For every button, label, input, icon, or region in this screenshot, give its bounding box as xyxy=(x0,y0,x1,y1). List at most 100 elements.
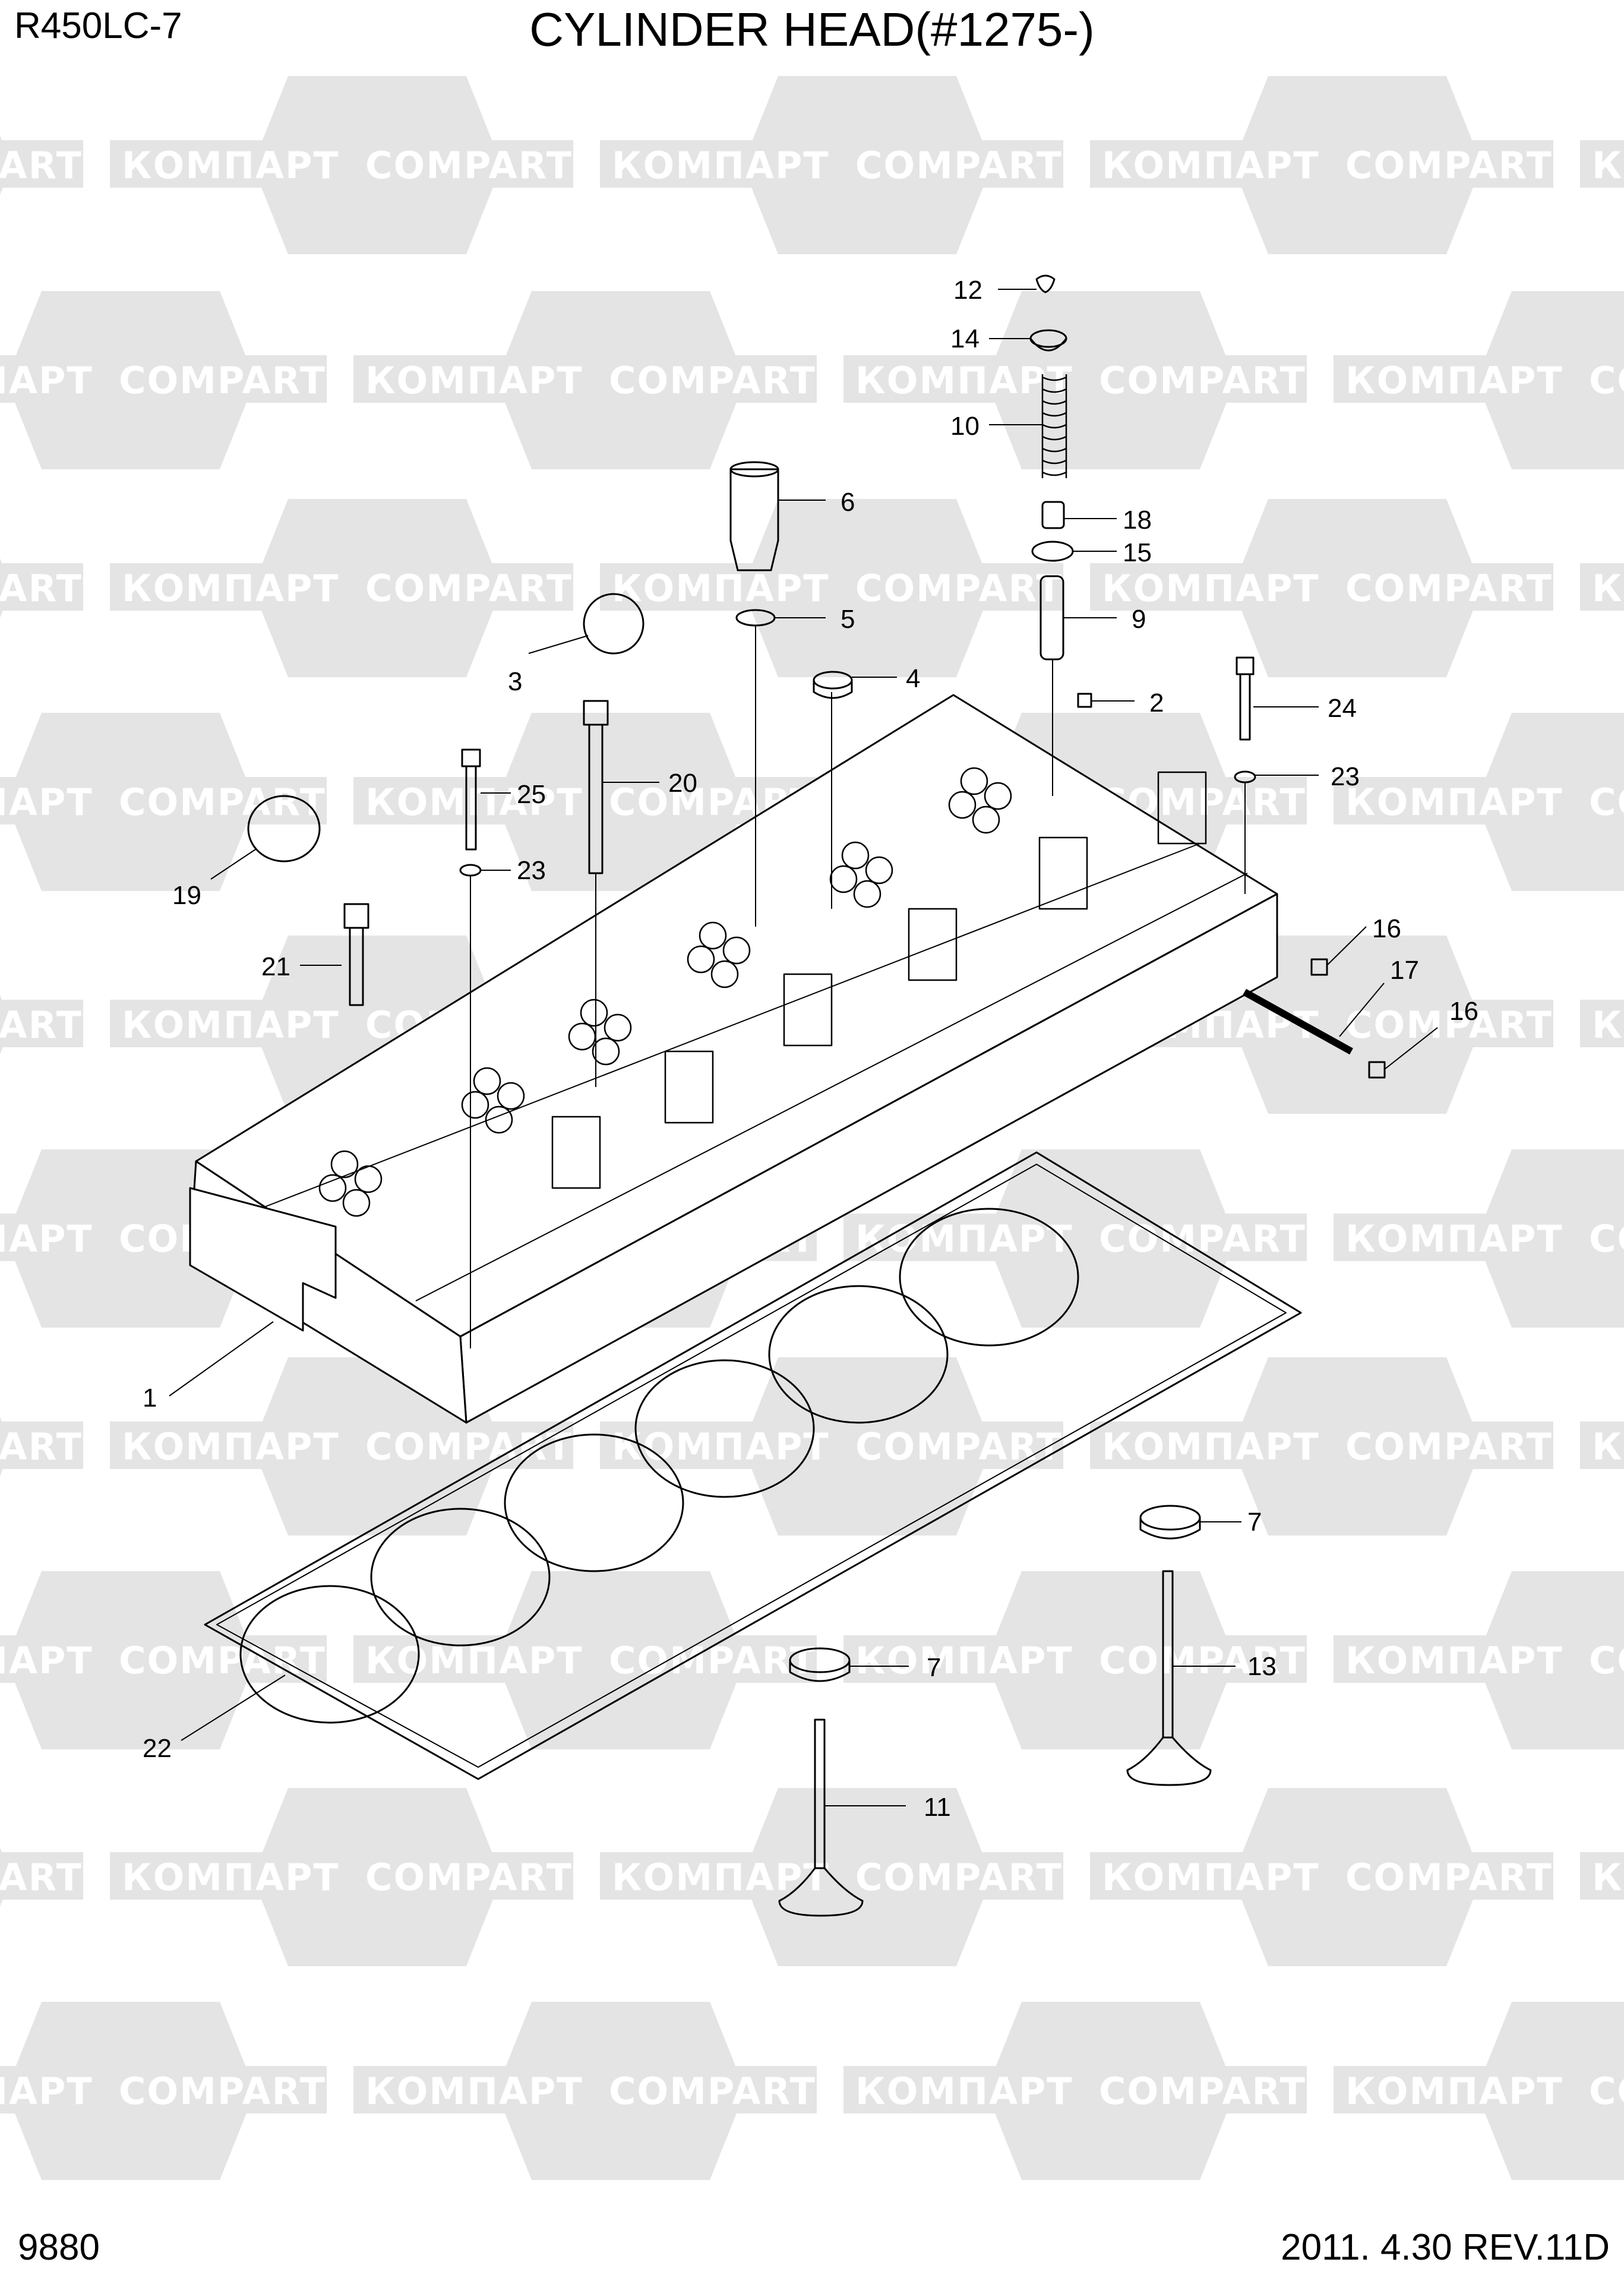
watermark-text: КОМПАРТ xyxy=(855,2070,1073,2113)
watermark-bar xyxy=(110,1000,330,1047)
callout-17: 17 xyxy=(1390,956,1419,985)
watermark-bar xyxy=(0,563,83,611)
bolt-25 xyxy=(461,748,481,851)
watermark-text: COMPART xyxy=(0,1856,83,1899)
callout-21: 21 xyxy=(261,952,290,981)
cup-plug-4 xyxy=(813,671,853,699)
watermark-text: КОМПАРТ xyxy=(1592,1856,1624,1899)
watermark-text: КОМПАРТ xyxy=(365,781,583,824)
diagram-title: CYLINDER HEAD(#1275-) xyxy=(529,3,1095,56)
watermark-bar xyxy=(597,355,817,403)
callout-14: 14 xyxy=(950,324,980,353)
watermark-bar xyxy=(1334,1214,1553,1261)
watermark-bar xyxy=(1580,1421,1624,1469)
callout-10: 10 xyxy=(950,412,980,441)
watermark-text: КОМПАРТ xyxy=(0,781,93,824)
watermark-bar xyxy=(0,2066,83,2113)
watermark-bar xyxy=(0,1852,83,1900)
expansion-plug-19 xyxy=(247,795,321,863)
watermark-bar xyxy=(1577,355,1624,403)
watermark-text: КОМПАРТ xyxy=(1102,1425,1320,1468)
watermark-text: КОМПАРТ xyxy=(122,567,340,610)
watermark-text: COMPART xyxy=(365,1856,573,1899)
watermark-text: COMPART xyxy=(1345,1856,1553,1899)
watermark-bar xyxy=(1087,1635,1307,1683)
cylinder-head-block xyxy=(189,694,1278,1424)
watermark-bar xyxy=(600,1852,820,1900)
watermark-bar xyxy=(0,1000,83,1047)
watermark-bar xyxy=(1334,563,1553,611)
watermark-text: КОМПАРТ xyxy=(122,144,340,187)
valve-seat-7-right xyxy=(1139,1505,1201,1540)
callout-6: 6 xyxy=(841,488,855,517)
watermark-text: COMPART xyxy=(855,144,1063,187)
watermark-bar xyxy=(597,1635,817,1683)
watermark-bar xyxy=(1580,1852,1624,1900)
watermark-text: COMPART xyxy=(0,1003,83,1047)
watermark-text: COMPART xyxy=(609,359,816,402)
watermark-bar xyxy=(110,140,330,188)
watermark-text: КОМПАРТ xyxy=(365,2070,583,2113)
plug-2 xyxy=(1077,693,1092,708)
injector-sleeve-top xyxy=(729,461,779,478)
watermark-bar xyxy=(107,355,327,403)
watermark-text: КОМПАРТ xyxy=(1345,1217,1563,1260)
callout-2: 2 xyxy=(1149,688,1164,718)
valve-seat-7-left xyxy=(789,1647,851,1682)
callout-16-top: 16 xyxy=(1372,914,1401,943)
watermark-bar xyxy=(107,2066,327,2113)
watermark-bar xyxy=(600,1421,820,1469)
valve-spring xyxy=(1041,374,1067,478)
watermark-bar xyxy=(1580,1000,1624,1047)
callout-23-right: 23 xyxy=(1331,762,1360,791)
watermark-text: КОМПАРТ xyxy=(365,359,583,402)
watermark-text: COMPART xyxy=(365,1425,573,1468)
watermark-text: COMPART xyxy=(1589,2070,1624,2113)
watermark-text: КОМПАРТ xyxy=(1345,1639,1563,1682)
callout-4: 4 xyxy=(906,664,920,693)
watermark-bar xyxy=(0,355,83,403)
watermark-text: КОМПАРТ xyxy=(122,1425,340,1468)
watermark-bar xyxy=(1090,140,1310,188)
watermark-bar xyxy=(1577,777,1624,824)
watermark-bar xyxy=(843,1421,1063,1469)
watermark-text: КОМПАРТ xyxy=(0,2070,93,2113)
watermark-bar xyxy=(353,1852,573,1900)
cylinder-head-drawing xyxy=(169,274,1438,1917)
watermark-text: COMPART xyxy=(0,144,83,187)
valve-keeper xyxy=(1035,274,1056,293)
watermark-text: COMPART xyxy=(1589,359,1624,402)
watermark-text: КОМПАРТ xyxy=(0,359,93,402)
watermark-bar xyxy=(843,355,1063,403)
watermark-bar xyxy=(1580,563,1624,611)
watermark-text: КОМПАРТ xyxy=(1102,144,1320,187)
watermark-bar xyxy=(110,1421,330,1469)
watermark-text: COMPART xyxy=(365,144,573,187)
callout-24: 24 xyxy=(1328,694,1357,723)
watermark-bar xyxy=(107,1635,327,1683)
watermark-bar xyxy=(1334,2066,1553,2113)
watermark-bar xyxy=(1090,1421,1310,1469)
watermark-text: КОМПАРТ xyxy=(612,1856,830,1899)
watermark-bar xyxy=(0,777,83,824)
watermark-text: COMPART xyxy=(609,2070,816,2113)
watermark-bar xyxy=(0,1635,83,1683)
callout-labels: 1 2 3 4 5 6 7 7 9 10 11 12 13 14 15 16 1… xyxy=(143,276,1478,1822)
watermark-text: КОМПАРТ xyxy=(0,1217,93,1260)
watermark-bar xyxy=(1577,2066,1624,2113)
watermark-bar xyxy=(1334,355,1553,403)
watermark-text: COMPART xyxy=(0,1425,83,1468)
callout-23-left: 23 xyxy=(517,856,546,885)
watermark-text: COMPART xyxy=(1099,2070,1306,2113)
watermark-bar xyxy=(1087,355,1307,403)
head-gasket xyxy=(204,1151,1302,1780)
watermark-bar xyxy=(1090,1852,1310,1900)
watermark-text: COMPART xyxy=(1345,1003,1553,1047)
watermark-bar xyxy=(597,2066,817,2113)
callout-5: 5 xyxy=(841,605,855,634)
expansion-plug-3 xyxy=(583,593,644,655)
watermark-bar xyxy=(843,140,1063,188)
watermark-bar xyxy=(353,563,573,611)
watermark-text: COMPART xyxy=(1589,1217,1624,1260)
